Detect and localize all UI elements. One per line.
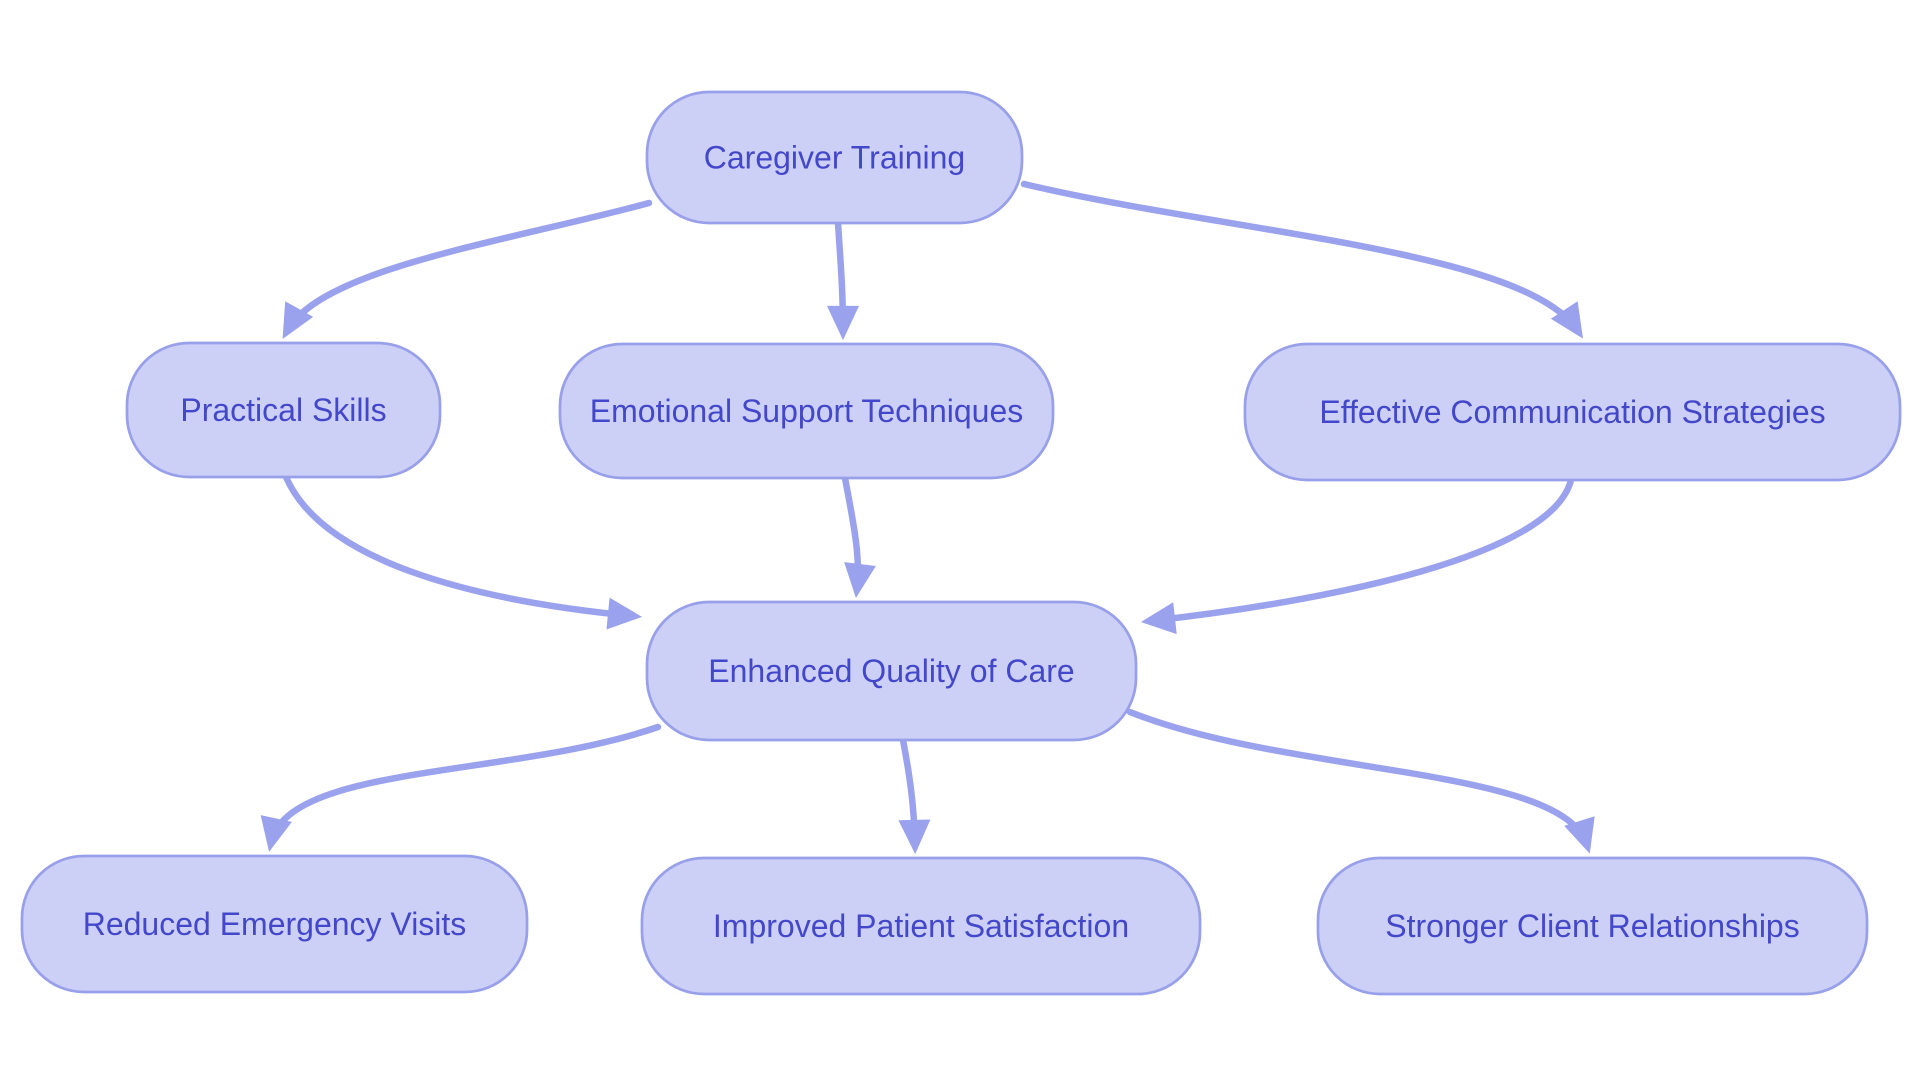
edge-enhanced-quality-to-stronger-client	[1126, 708, 1595, 854]
node-shape	[1316, 856, 1869, 996]
node-label: Effective Communication Strategies	[1319, 394, 1825, 430]
node-label: Reduced Emergency Visits	[83, 906, 467, 942]
edge-caregiver-training-to-effective-communication	[1020, 180, 1584, 339]
node-label: Practical Skills	[180, 392, 386, 428]
edge-enhanced-quality-to-reduced-emergency	[260, 723, 662, 852]
edge-practical-skills-to-enhanced-quality	[282, 473, 643, 630]
edge-emotional-support-to-enhanced-quality	[841, 474, 876, 599]
node-shape	[125, 341, 442, 479]
edge-effective-communication-to-enhanced-quality	[1140, 476, 1575, 635]
edge-enhanced-quality-to-improved-patient	[898, 736, 931, 855]
node-shape	[1243, 342, 1902, 482]
node-shape	[640, 856, 1202, 996]
edge-group	[260, 180, 1595, 855]
node-practical-skills: Practical Skills	[125, 341, 442, 479]
node-shape	[645, 600, 1138, 742]
node-label: Improved Patient Satisfaction	[713, 908, 1129, 944]
node-label: Emotional Support Techniques	[590, 393, 1023, 429]
edge-caregiver-training-to-practical-skills	[282, 199, 653, 339]
node-label: Stronger Client Relationships	[1385, 908, 1799, 944]
node-enhanced-quality-of-care: Enhanced Quality of Care	[645, 600, 1138, 742]
edge-caregiver-training-to-emotional-support	[826, 219, 860, 341]
node-label: Enhanced Quality of Care	[708, 653, 1074, 689]
node-shape	[645, 90, 1024, 225]
node-improved-patient-satisfaction: Improved Patient Satisfaction	[640, 856, 1202, 996]
node-shape	[20, 854, 529, 994]
node-stronger-client-relationships: Stronger Client Relationships	[1316, 856, 1869, 996]
node-caregiver-training: Caregiver Training	[645, 90, 1024, 225]
node-emotional-support-techniques: Emotional Support Techniques	[558, 342, 1055, 480]
node-reduced-emergency-visits: Reduced Emergency Visits	[20, 854, 529, 994]
node-shape	[558, 342, 1055, 480]
node-effective-communication-strategies: Effective Communication Strategies	[1243, 342, 1902, 482]
node-label: Caregiver Training	[704, 140, 965, 176]
